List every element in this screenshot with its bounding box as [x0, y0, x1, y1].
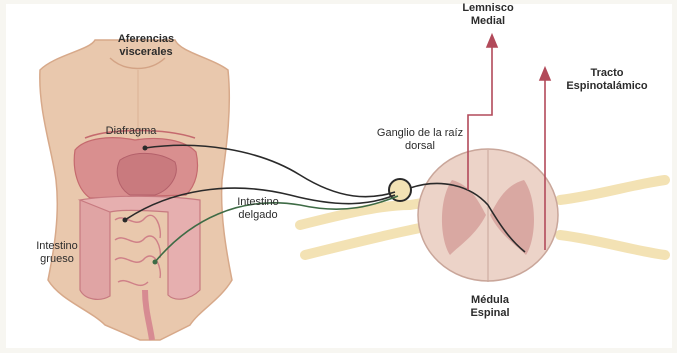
label-visceral-afferents: Aferencias viscerales [96, 33, 196, 58]
label-medial-lemniscus: Lemnisco Medial [448, 2, 528, 27]
label-dorsal-root-ganglion: Ganglio de la raíz dorsal [370, 127, 470, 152]
label-diaphragm: Diafragma [86, 125, 176, 138]
label-spinal-cord: Médula Espinal [450, 294, 530, 319]
label-spinothalamic-tract: Tracto Espinotalámico [552, 67, 662, 92]
diaphragm-ending [143, 146, 148, 151]
small-intestine-ending [123, 218, 128, 223]
large-intestine-ending [153, 260, 158, 265]
label-large-intestine: Intestino grueso [28, 240, 86, 265]
label-small-intestine: Intestino delgado [226, 196, 290, 221]
